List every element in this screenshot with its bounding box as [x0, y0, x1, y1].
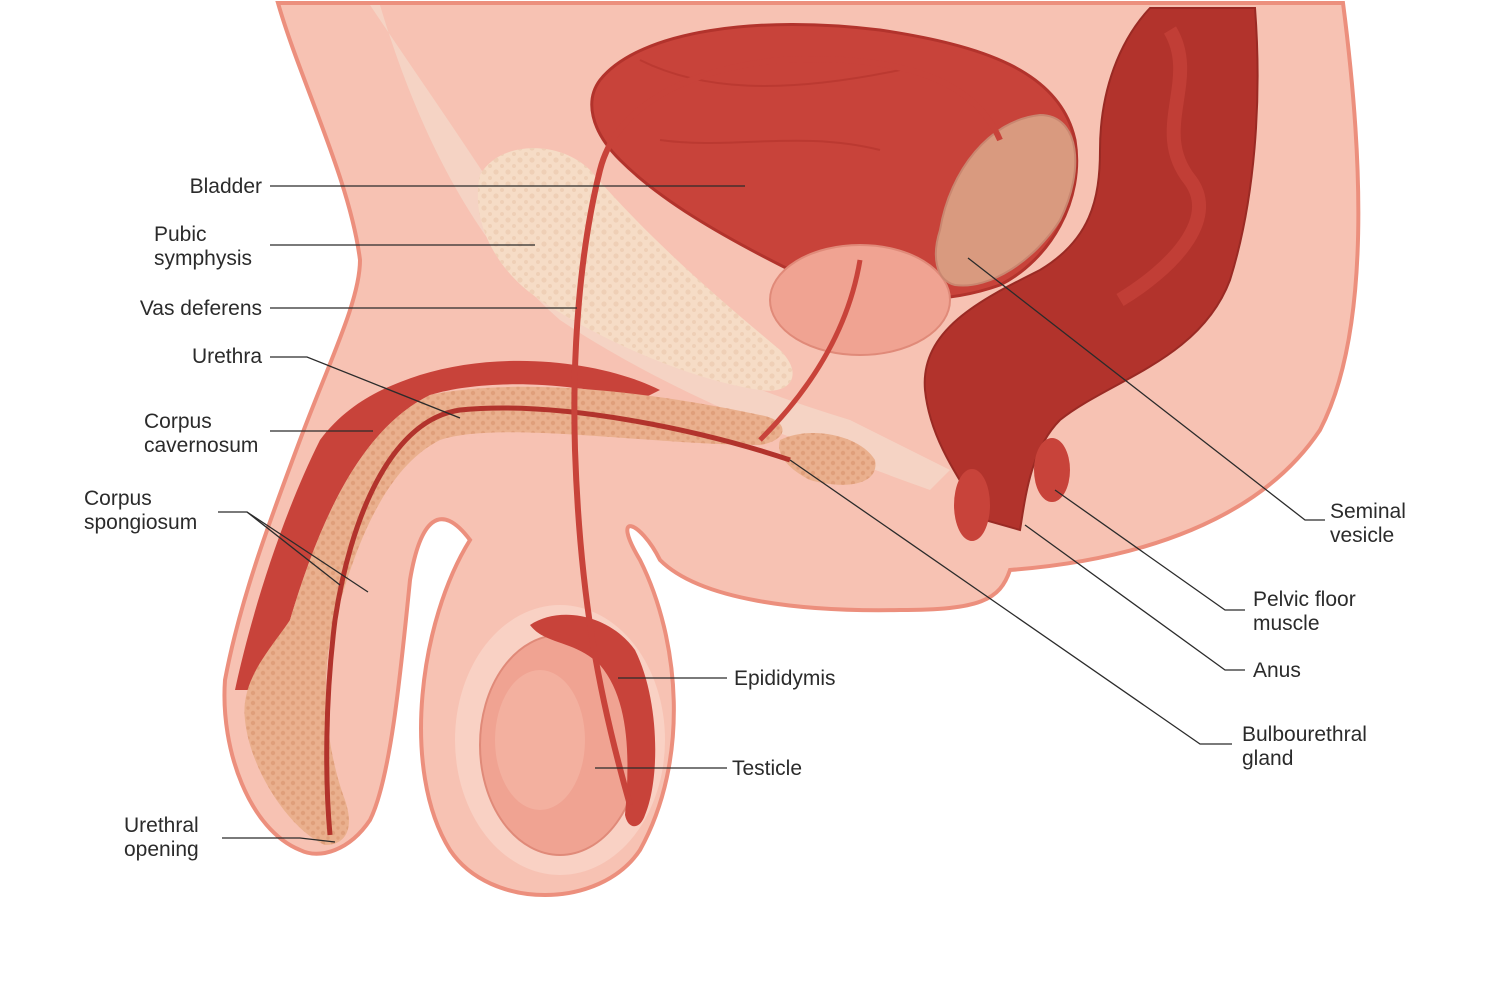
prostate	[769, 244, 951, 356]
anus-muscle	[954, 469, 990, 541]
label-vas-deferens: Vas deferens	[140, 297, 262, 320]
pelvic-floor-muscle-shape	[1034, 438, 1070, 502]
label-anus: Anus	[1253, 659, 1301, 682]
label-bulbourethral-gland: Bulbourethral gland	[1242, 723, 1373, 770]
corpus-cavernosum-shape	[235, 360, 660, 690]
pubic-ligament-fibers	[370, 5, 950, 490]
label-epididymis: Epididymis	[734, 667, 836, 690]
label-testicle: Testicle	[732, 757, 802, 780]
label-pubic-symphysis: Pubic symphysis	[154, 223, 252, 270]
label-corpus-spongiosum: Corpus spongiosum	[84, 487, 197, 534]
label-bladder: Bladder	[190, 175, 262, 198]
label-corpus-cavernosum: Corpus cavernosum	[144, 410, 258, 457]
seminal-vesicle-organ	[934, 113, 1077, 287]
label-urethra: Urethra	[192, 345, 262, 368]
urethra-line	[324, 405, 791, 836]
bone-texture	[477, 148, 793, 391]
leader-lines	[218, 185, 1325, 843]
label-seminal-vesicle: Seminal vesicle	[1330, 500, 1412, 547]
epididymis-organ	[530, 614, 656, 827]
label-urethral-opening: Urethral opening	[124, 814, 205, 861]
label-pelvic-floor-muscle: Pelvic floor muscle	[1253, 588, 1362, 635]
vas-deferens-duct	[571, 56, 1003, 806]
